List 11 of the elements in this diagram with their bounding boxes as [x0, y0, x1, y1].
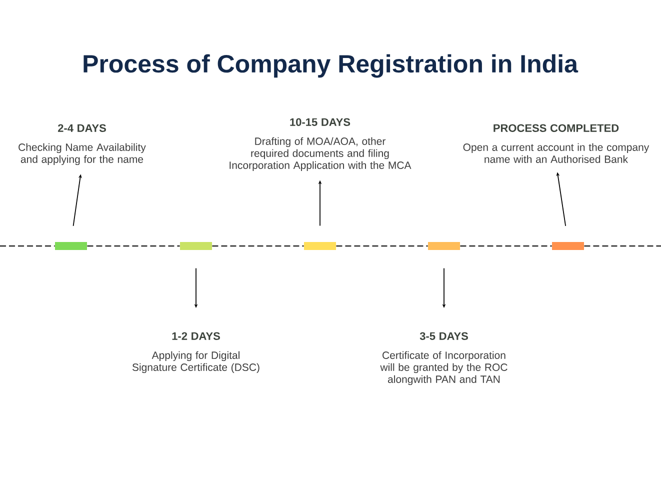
- step-description: Drafting of MOA/AOA, other required documents and filing Incorporation Application with the MCA: [230, 137, 412, 172]
- duration-heading: 2-4 DAYS: [58, 124, 106, 132]
- duration-heading: PROCESS COMPLETED: [494, 124, 619, 132]
- step-description: Applying for Digital Signature Certificate (DSC): [132, 351, 260, 374]
- title: Process of Company Registration in India: [84, 54, 578, 78]
- step-description: Open a current account in the company name with an Authorised Bank: [463, 143, 650, 163]
- step-description: Certificate of Incorporation will be granted by the ROC alongwith PAN and TAN: [380, 351, 508, 386]
- duration-heading: 1-2 DAYS: [172, 332, 220, 340]
- step-description: Checking Name Availability and applying for the name: [18, 143, 146, 166]
- duration-heading: 10-15 DAYS: [290, 118, 350, 126]
- duration-heading: 3-5 DAYS: [420, 332, 468, 340]
